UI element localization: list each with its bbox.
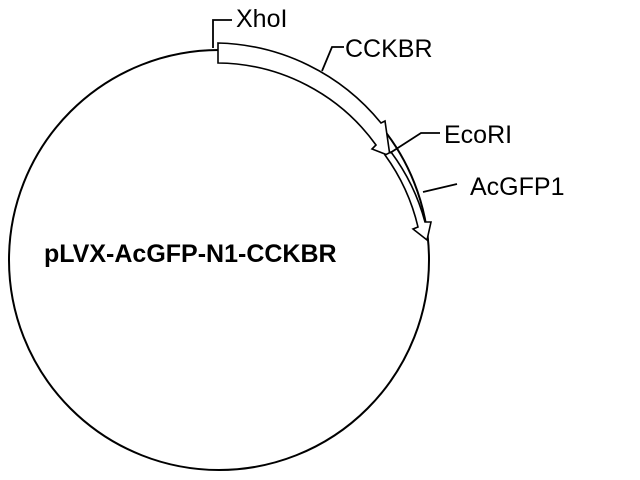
cckbr-label-line [321,46,344,72]
acgfp1-feature-label: AcGFP1 [470,173,564,201]
xhoi-site-label: XhoI [236,5,287,33]
acgfp1-label-line [422,183,458,193]
ecori-site-marker [389,132,440,154]
cckbr-feature-arrow [217,42,391,158]
ecori-site-label: EcoRI [444,121,512,149]
xhoi-site-marker [212,19,232,48]
cckbr-feature-label: CCKBR [345,35,433,63]
plasmid-name: pLVX-AcGFP-N1-CCKBR [44,240,337,268]
acgfp1-feature-arrow [383,150,432,242]
